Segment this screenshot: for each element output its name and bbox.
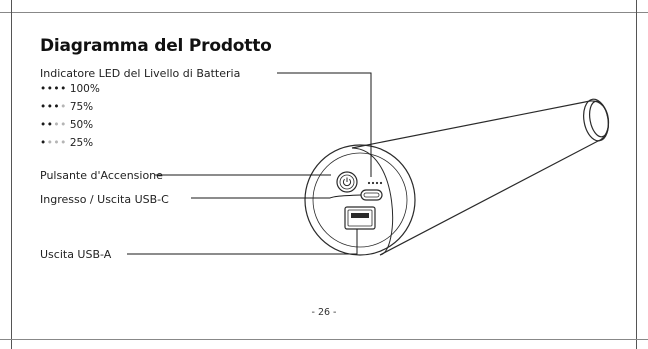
led-on-dot: • — [40, 101, 47, 113]
battery-level-row: ••••50% — [40, 119, 93, 131]
page-frame-bottom — [0, 339, 648, 340]
led-on-dot: • — [46, 119, 54, 131]
led-off-dot: • — [60, 119, 67, 131]
usb-c-callout-line — [191, 194, 362, 199]
page-frame-right — [636, 0, 637, 349]
level-dots-icon: •••• — [40, 83, 67, 95]
usb-c-port-icon — [360, 189, 383, 201]
power-bank-body — [304, 98, 610, 256]
led-indicator-label: Indicatore LED del Livello di Batteria — [40, 67, 241, 80]
battery-level-text: 75% — [69, 101, 94, 113]
battery-level-row: ••••100% — [40, 83, 100, 95]
power-button-label: Pulsante d'Accensione — [40, 169, 163, 182]
power-button-icon — [336, 171, 358, 193]
callout-lines — [127, 72, 372, 255]
led-off-dot: • — [60, 137, 67, 149]
battery-level-text: 100% — [69, 83, 100, 95]
led-on-dot: • — [53, 101, 61, 113]
led-on-dot: • — [40, 83, 47, 95]
led-on-dot: • — [40, 119, 47, 131]
led-callout-line — [277, 72, 372, 177]
usb-c-label: Ingresso / Uscita USB-C — [40, 193, 169, 206]
battery-level-row: ••••75% — [40, 101, 93, 113]
led-on-dot: • — [46, 101, 54, 113]
led-off-dot: • — [46, 137, 54, 149]
led-on-dot: • — [60, 83, 67, 95]
usb-a-callout-line — [127, 229, 358, 255]
battery-level-text: 50% — [69, 119, 94, 131]
led-on-dot: • — [46, 83, 54, 95]
led-off-dot: • — [53, 119, 61, 131]
led-on-dot: • — [40, 137, 47, 149]
level-dots-icon: •••• — [40, 119, 67, 131]
level-dots-icon: •••• — [40, 137, 67, 149]
usb-a-label: Uscita USB-A — [40, 248, 112, 261]
page-frame-left — [11, 0, 12, 349]
led-off-dot: • — [53, 137, 61, 149]
battery-level-text: 25% — [69, 137, 94, 149]
battery-level-row: ••••25% — [40, 137, 93, 149]
led-dots-icon — [367, 181, 383, 185]
usb-a-port-icon — [344, 206, 376, 230]
led-on-dot: • — [53, 83, 61, 95]
page-title: Diagramma del Prodotto — [40, 36, 272, 56]
led-off-dot: • — [60, 101, 67, 113]
page-number: - 26 - — [311, 307, 337, 318]
page-frame-top — [0, 0, 648, 13]
level-dots-icon: •••• — [40, 101, 67, 113]
